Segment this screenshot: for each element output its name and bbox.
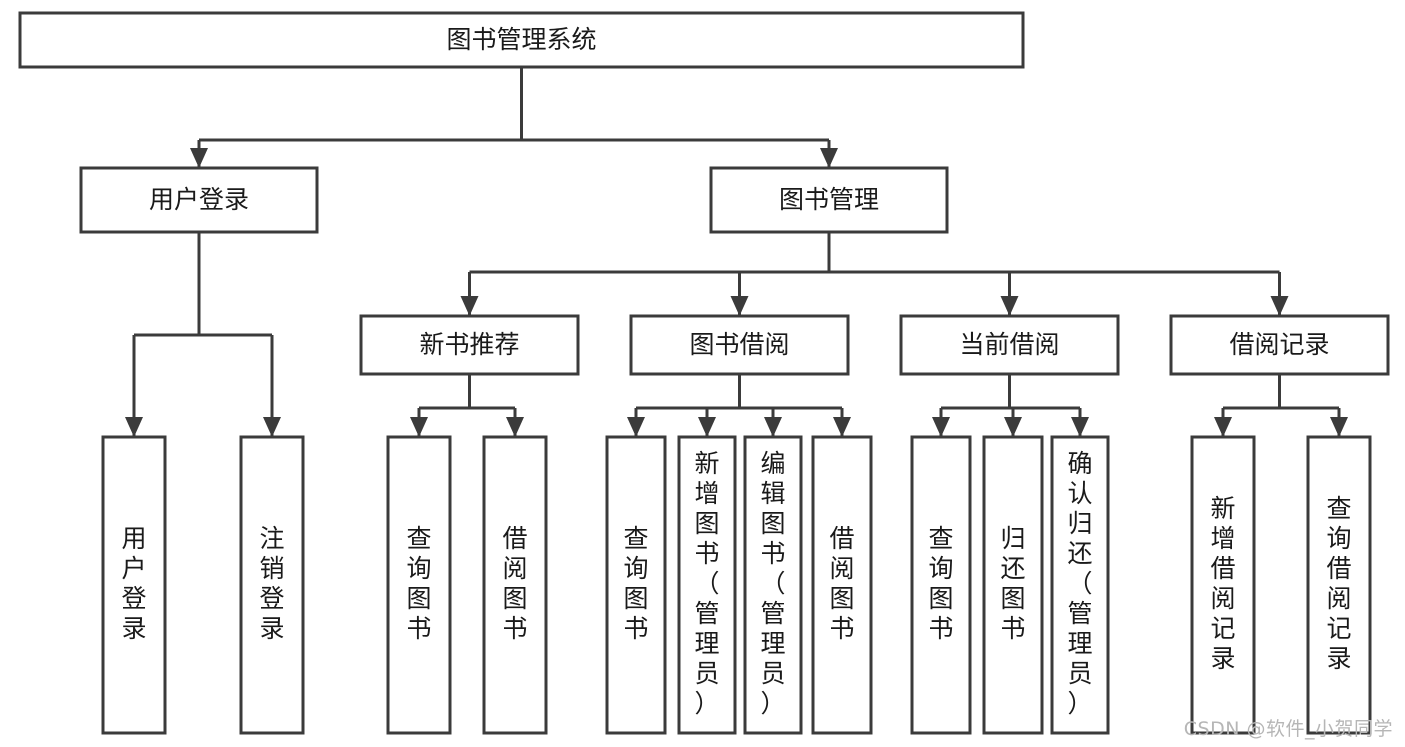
node-label: 查询图书 [928, 524, 953, 643]
node-box [386, 435, 452, 735]
node-label: 借阅图书 [502, 524, 527, 643]
node-box [482, 435, 548, 735]
node-current-borrow[interactable]: 当前借阅 [899, 314, 1120, 376]
arrow-head-icon [1004, 417, 1022, 437]
arrow-head-icon [460, 296, 479, 316]
node-box [605, 435, 667, 735]
node-label: 归还图书 [1000, 524, 1025, 643]
edge-bookborrow-to-leaves [627, 374, 851, 437]
arrow-head-icon [1071, 417, 1089, 437]
arrow-head-icon [506, 417, 524, 437]
arrow-head-icon [1270, 296, 1289, 316]
node-label: 图书管理 [779, 185, 879, 214]
node-book-borrow[interactable]: 图书借阅 [629, 314, 850, 376]
arrow-head-icon [932, 417, 950, 437]
node-leaf-logout[interactable]: 注销登录 [239, 435, 305, 735]
node-leaf-user-login[interactable]: 用户登录 [101, 435, 167, 735]
node-leaf-query-book-1[interactable]: 查询图书 [386, 435, 452, 735]
edge-currentborrow-to-leaves [932, 374, 1089, 437]
node-box [359, 314, 580, 376]
node-label: 图书管理系统 [446, 25, 596, 54]
node-root[interactable]: 图书管理系统 [18, 11, 1025, 69]
node-box [743, 435, 803, 735]
edge-records-to-leaves [1214, 374, 1348, 437]
node-box [982, 435, 1044, 735]
node-box [1169, 314, 1390, 376]
node-box [709, 166, 949, 234]
node-leaf-query-book-3[interactable]: 查询图书 [910, 435, 972, 735]
node-leaf-return-book[interactable]: 归还图书 [982, 435, 1044, 735]
node-label: 用户登录 [121, 524, 146, 643]
node-label: 查询图书 [406, 524, 431, 643]
node-label: 借阅记录 [1229, 330, 1329, 359]
edge-userlogin-to-leaves [125, 232, 281, 437]
node-leaf-query-book-2[interactable]: 查询图书 [605, 435, 667, 735]
node-box [101, 435, 167, 735]
node-label: 借阅图书 [829, 524, 854, 643]
nodes-layer: 图书管理系统用户登录图书管理新书推荐图书借阅当前借阅借阅记录用户登录注销登录查询… [18, 11, 1390, 735]
node-box [629, 314, 850, 376]
arrow-head-icon [698, 417, 716, 437]
edge-booksys-to-level2 [460, 232, 1289, 316]
node-borrow-records[interactable]: 借阅记录 [1169, 314, 1390, 376]
node-leaf-edit-book[interactable]: 编辑图书（管理员） [743, 435, 803, 735]
node-box [811, 435, 873, 735]
node-leaf-borrow-book-2[interactable]: 借阅图书 [811, 435, 873, 735]
node-box [1306, 435, 1372, 735]
node-box [79, 166, 319, 234]
arrow-head-icon [820, 148, 838, 168]
edge-newbook-to-leaves [410, 374, 524, 437]
edges-layer [125, 67, 1348, 437]
node-label: 注销登录 [259, 524, 284, 643]
node-new-book-recommend[interactable]: 新书推荐 [359, 314, 580, 376]
arrow-head-icon [1000, 296, 1019, 316]
node-label: 新书推荐 [419, 330, 519, 359]
node-label: 查询借阅记录 [1326, 494, 1351, 673]
arrow-head-icon [833, 417, 851, 437]
node-box [677, 435, 737, 735]
edge-root-to-level1 [190, 67, 838, 168]
node-user-login[interactable]: 用户登录 [79, 166, 319, 234]
node-leaf-add-book[interactable]: 新增图书（管理员） [677, 435, 737, 735]
node-box [239, 435, 305, 735]
node-box [1190, 435, 1256, 735]
node-label: 当前借阅 [959, 330, 1059, 359]
arrow-head-icon [627, 417, 645, 437]
node-label: 查询图书 [623, 524, 648, 643]
node-label: 用户登录 [149, 185, 249, 214]
arrow-head-icon [1330, 417, 1348, 437]
node-label: 新增借阅记录 [1210, 494, 1235, 673]
node-leaf-add-record[interactable]: 新增借阅记录 [1190, 435, 1256, 735]
node-label: 确认归还（管理员） [1067, 449, 1092, 718]
arrow-head-icon [263, 417, 281, 437]
arrow-head-icon [1214, 417, 1232, 437]
node-leaf-query-record[interactable]: 查询借阅记录 [1306, 435, 1372, 735]
node-leaf-borrow-book-1[interactable]: 借阅图书 [482, 435, 548, 735]
node-label: 图书借阅 [689, 330, 789, 359]
node-box [910, 435, 972, 735]
node-label: 新增图书（管理员） [694, 449, 719, 718]
arrow-head-icon [730, 296, 749, 316]
node-box [1050, 435, 1110, 735]
arrow-head-icon [125, 417, 143, 437]
node-book-management[interactable]: 图书管理 [709, 166, 949, 234]
node-box [899, 314, 1120, 376]
arrow-head-icon [410, 417, 428, 437]
arrow-head-icon [764, 417, 782, 437]
node-leaf-confirm-return[interactable]: 确认归还（管理员） [1050, 435, 1110, 735]
arrow-head-icon [190, 148, 208, 168]
node-label: 编辑图书（管理员） [760, 449, 785, 718]
node-box [18, 11, 1025, 69]
